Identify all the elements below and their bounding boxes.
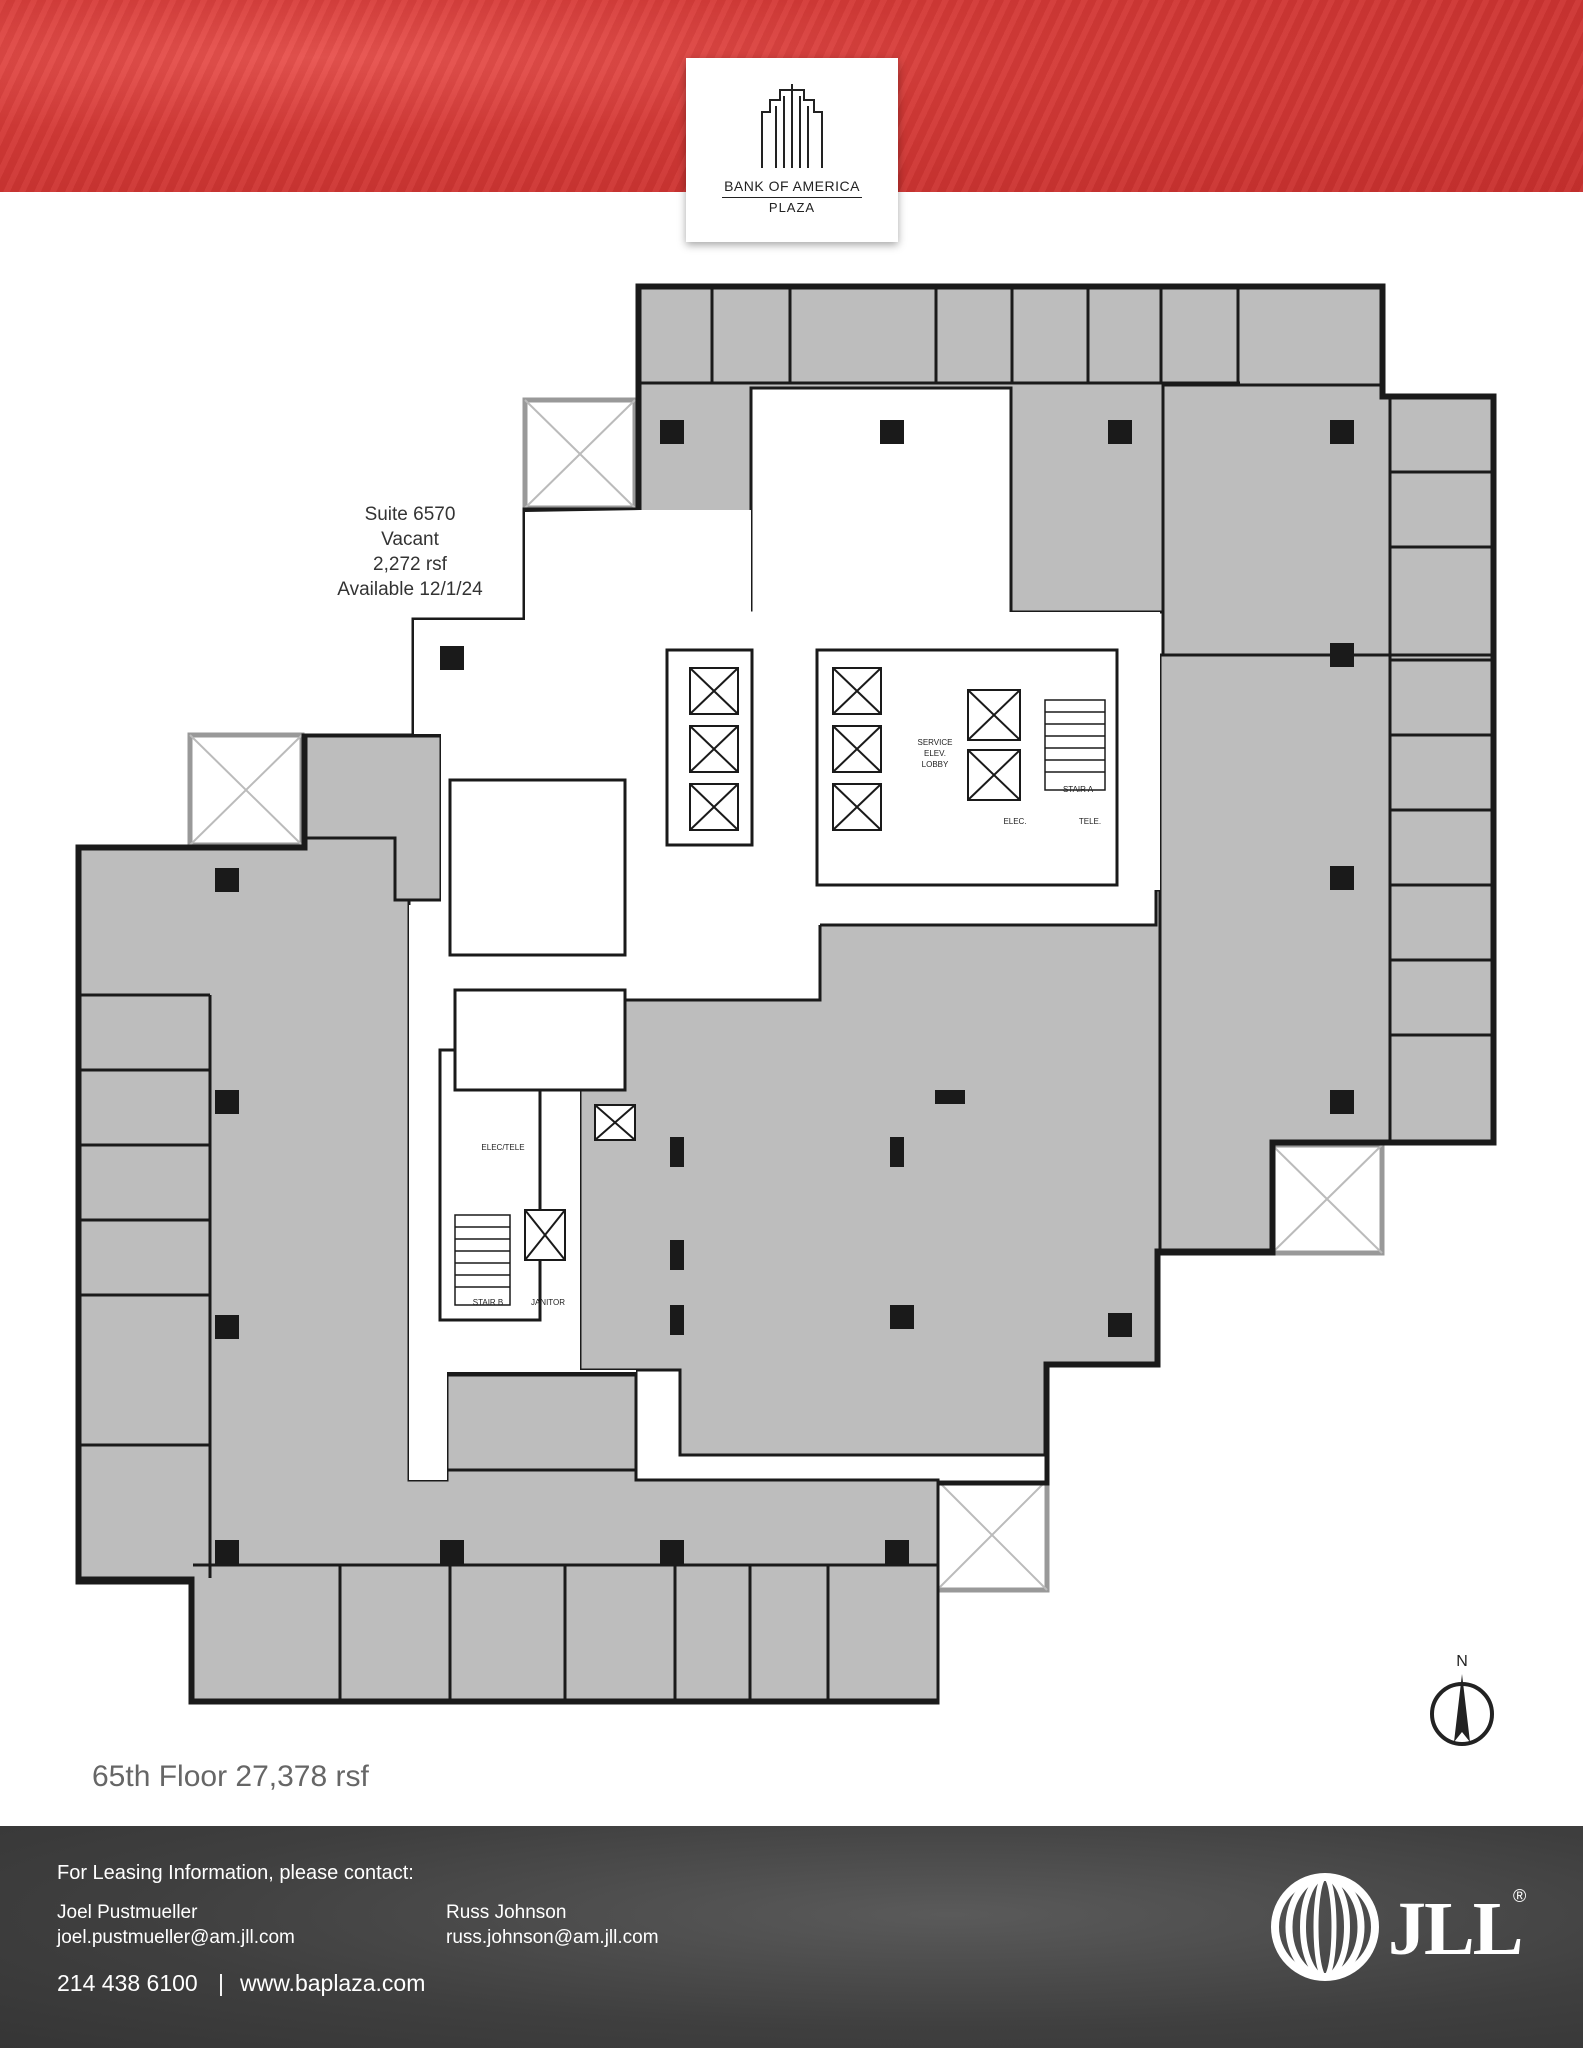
contact-separator: | [218,1970,224,1996]
room-label-elec-tele: ELEC/TELE [481,1143,524,1152]
elevator-cabs [524,667,1021,1261]
room-label-tele: TELE. [1079,817,1101,826]
room-label-janitor: JANITOR [531,1298,565,1307]
floor-label: 65th Floor 27,378 rsf [92,1760,369,1793]
jll-registered-mark: ® [1513,1886,1527,1906]
logo-title: BANK OF AMERICA [724,178,860,194]
tenant-spaces [78,286,1494,1702]
leasing-heading: For Leasing Information, please contact: [57,1862,414,1884]
contact-email-2[interactable]: russ.johnson@am.jll.com [446,1927,659,1948]
contact-phone[interactable]: 214 438 6100 [57,1970,198,1996]
suite-number: Suite 6570 [364,504,456,525]
building-logo: BANK OF AMERICA PLAZA [686,58,898,242]
suite-availability: Available 12/1/24 [337,579,483,600]
contact-name-2: Russ Johnson [446,1902,567,1923]
jll-wordmark: JLL [1388,1887,1523,1971]
logo-divider [722,197,862,198]
website-link[interactable]: www.baplaza.com [240,1970,426,1996]
footer: For Leasing Information, please contact:… [0,1826,1583,2048]
building-logo-icon [761,84,823,168]
floor-plan: SERVICE ELEV. LOBBY STAIR A ELEC. TELE. … [75,283,1497,1705]
room-label-stair-b: STAIR B [473,1298,504,1307]
room-label-service-2: ELEV. [924,749,946,758]
suite-info: Suite 6570 Vacant 2,272 rsf Available 12… [300,502,520,602]
logo-subtitle: PLAZA [768,200,816,215]
north-label: N [1456,1653,1468,1670]
suite-size: 2,272 rsf [373,554,447,575]
structural-columns [215,420,1354,1564]
room-label-stair-a: STAIR A [1063,785,1094,794]
contact-name-1: Joel Pustmueller [57,1902,198,1923]
north-arrow-icon: N [1430,1653,1494,1746]
room-labels: SERVICE ELEV. LOBBY STAIR A ELEC. TELE. … [473,738,1101,1307]
stairs [454,699,1106,1306]
contact-email-1[interactable]: joel.pustmueller@am.jll.com [57,1927,295,1948]
room-label-service-1: SERVICE [918,738,953,747]
room-label-elec: ELEC. [1003,817,1026,826]
suite-status: Vacant [381,529,439,550]
room-label-service-3: LOBBY [922,760,949,769]
office-partitions [80,288,1492,1700]
jll-logo-icon [1271,1873,1379,1981]
